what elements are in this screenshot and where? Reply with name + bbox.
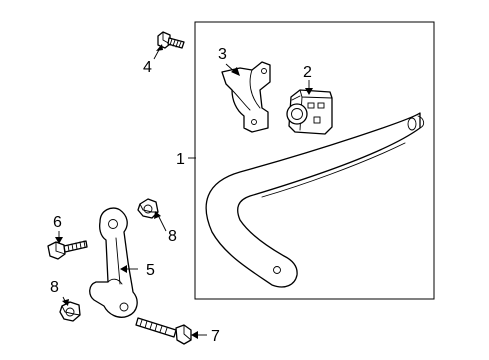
callout-8-lower: 8 <box>50 279 59 296</box>
bracket-bolt <box>157 31 185 49</box>
callout-5: 5 <box>146 262 155 279</box>
callout-7: 7 <box>211 328 220 345</box>
stabilizer-assembly-frame <box>194 21 435 300</box>
leader-lines <box>55 44 313 339</box>
bushing-bracket <box>221 61 271 133</box>
callout-3: 3 <box>218 46 227 63</box>
callout-1: 1 <box>176 151 185 168</box>
link-nut-lower <box>59 301 81 322</box>
callout-2: 2 <box>303 64 312 81</box>
callout-6: 6 <box>53 214 62 231</box>
stabilizer-bar <box>205 112 425 288</box>
link-bolt-lower <box>135 317 192 345</box>
callout-8-upper: 8 <box>168 228 177 245</box>
stabilizer-bushing <box>286 89 333 135</box>
stabilizer-link <box>89 207 138 318</box>
callout-4: 4 <box>143 59 152 76</box>
link-bolt-upper <box>47 240 88 260</box>
